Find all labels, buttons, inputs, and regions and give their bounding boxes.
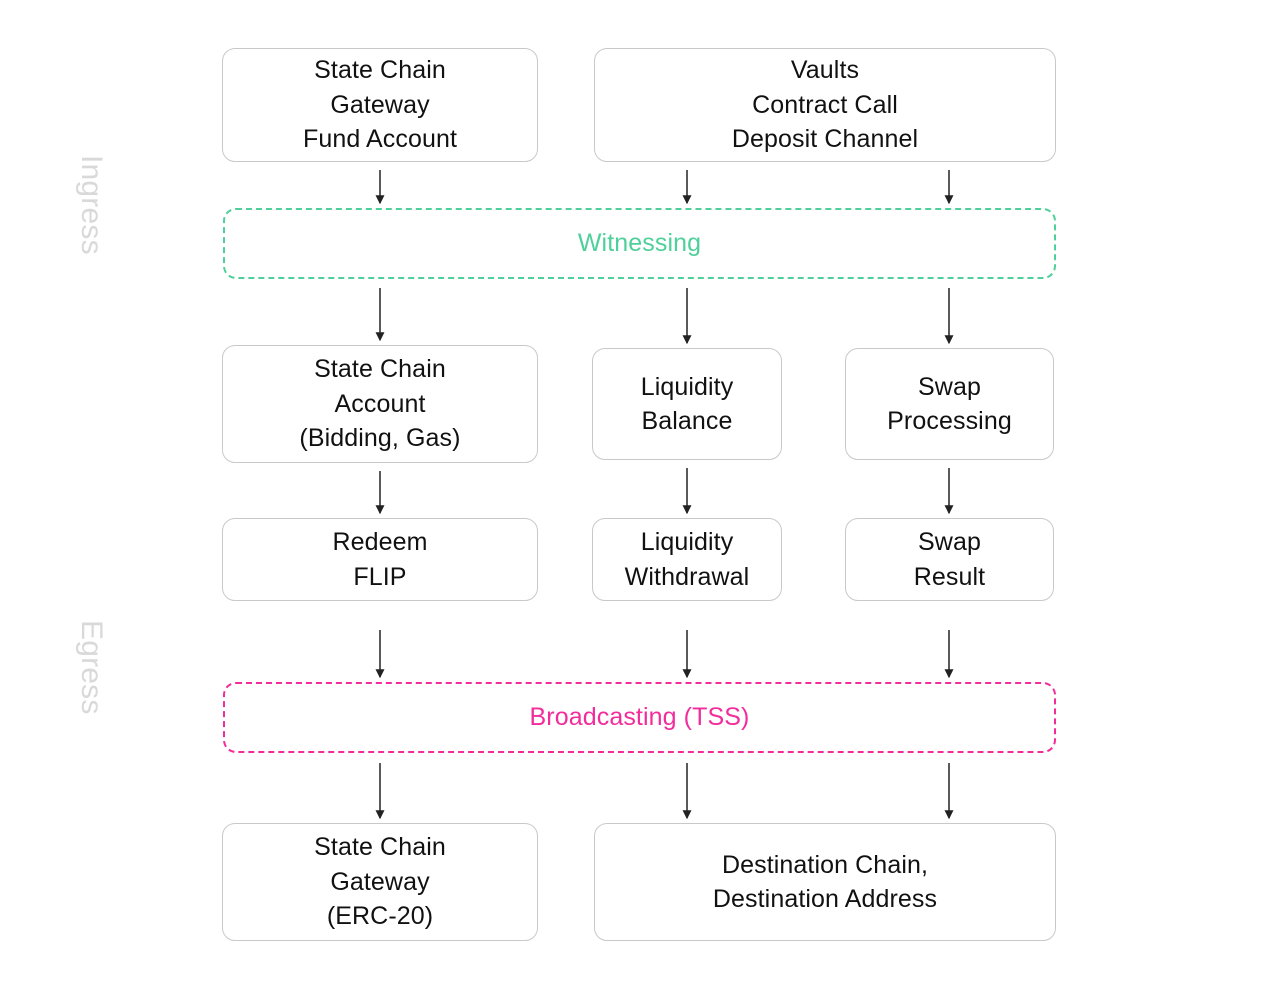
band-label: Broadcasting (TSS)	[529, 703, 750, 731]
node-swap-result[interactable]: Swap Result	[845, 518, 1054, 601]
node-label: Redeem FLIP	[332, 528, 428, 591]
node-redeem-flip[interactable]: Redeem FLIP	[222, 518, 538, 601]
stage-label-ingress: Ingress	[75, 155, 108, 255]
node-label: Destination Chain, Destination Address	[712, 850, 938, 914]
node-label: State Chain Gateway Fund Account	[302, 56, 458, 154]
node-label: Liquidity Withdrawal	[624, 528, 750, 591]
node-swap-processing[interactable]: Swap Processing	[845, 348, 1054, 460]
node-label: State Chain Account (Bidding, Gas)	[299, 355, 461, 453]
node-state-chain-gateway-fund-account[interactable]: State Chain Gateway Fund Account	[222, 48, 538, 162]
stage-label-egress: Egress	[75, 620, 108, 715]
node-liquidity-withdrawal[interactable]: Liquidity Withdrawal	[592, 518, 782, 601]
node-label: Vaults Contract Call Deposit Channel	[731, 56, 919, 154]
node-liquidity-balance[interactable]: Liquidity Balance	[592, 348, 782, 460]
node-label: Swap Processing	[887, 372, 1012, 436]
band-broadcasting-tss: Broadcasting (TSS)	[223, 682, 1056, 753]
node-state-chain-account[interactable]: State Chain Account (Bidding, Gas)	[222, 345, 538, 463]
node-destination-chain-address[interactable]: Destination Chain, Destination Address	[594, 823, 1056, 941]
node-label: State Chain Gateway (ERC-20)	[314, 833, 446, 931]
band-witnessing: Witnessing	[223, 208, 1056, 279]
node-label: Liquidity Balance	[640, 372, 734, 436]
node-vaults-contract-call-deposit-channel[interactable]: Vaults Contract Call Deposit Channel	[594, 48, 1056, 162]
band-label: Witnessing	[577, 229, 702, 257]
node-state-chain-gateway-erc20[interactable]: State Chain Gateway (ERC-20)	[222, 823, 538, 941]
node-label: Swap Result	[913, 528, 986, 591]
